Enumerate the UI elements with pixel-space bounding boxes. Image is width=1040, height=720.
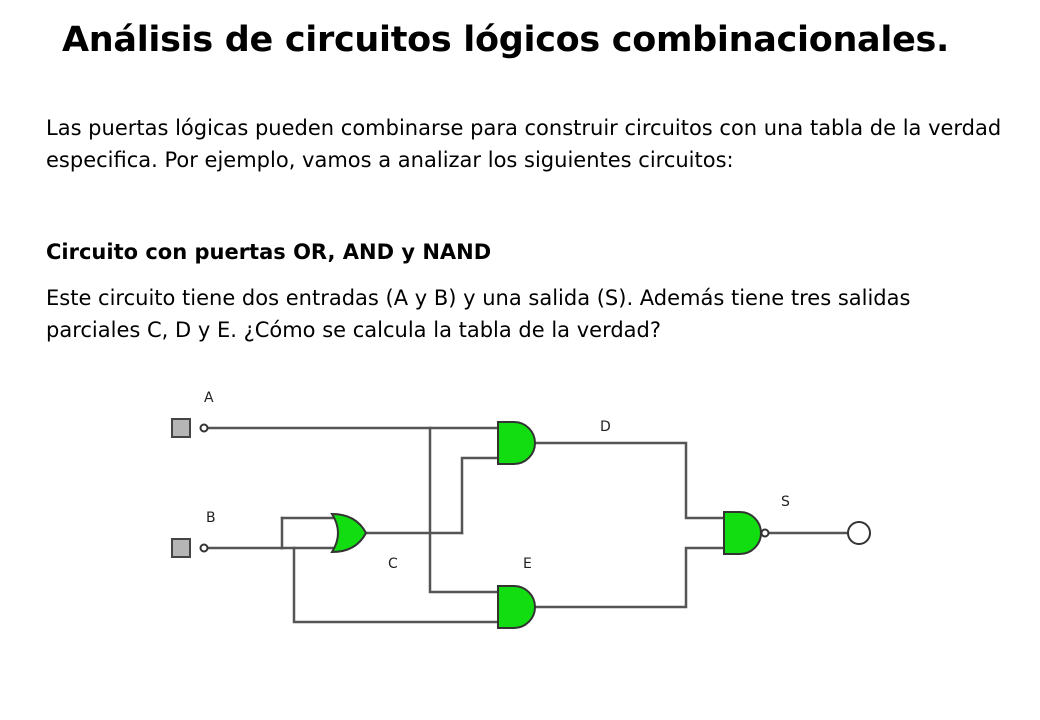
circuit-description: Este circuito tiene dos entradas (A y B)… — [46, 286, 911, 342]
intro-paragraph: Las puertas lógicas pueden combinarse pa… — [46, 116, 1002, 172]
label-input-a: A — [204, 390, 214, 406]
and-gate-e — [497, 585, 536, 629]
wire-b-to-and-e — [292, 546, 502, 624]
circuit-subtitle: Circuito con puertas OR, AND y NAND — [46, 240, 492, 264]
input-b-switch — [171, 538, 191, 558]
input-a-terminal — [199, 423, 209, 433]
label-output-s: S — [781, 494, 790, 510]
label-node-d: D — [600, 419, 611, 435]
and-gate-d — [497, 421, 536, 465]
wire-a-to-and-e — [428, 426, 502, 594]
label-input-b: B — [206, 510, 216, 526]
label-node-e: E — [523, 556, 532, 572]
wire-c-to-and-d — [460, 456, 502, 535]
input-b-terminal — [199, 543, 209, 553]
nand-bubble — [760, 528, 770, 538]
output-s-terminal — [847, 521, 871, 545]
label-node-c: C — [388, 556, 398, 572]
input-a-switch — [171, 418, 191, 438]
wires — [206, 426, 850, 624]
nand-gate-s — [723, 511, 762, 555]
wire-e-to-nand — [528, 546, 730, 609]
wire-d-to-nand — [528, 441, 730, 520]
or-gate-c — [330, 512, 368, 554]
page-title: Análisis de circuitos lógicos combinacio… — [62, 20, 950, 60]
